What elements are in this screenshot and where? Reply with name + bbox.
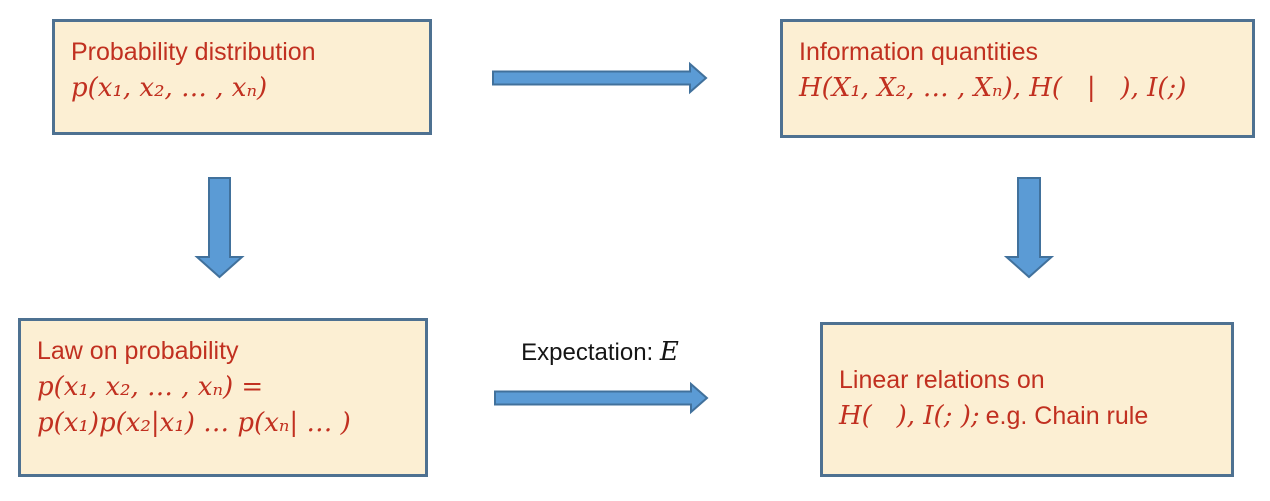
expectation-label: Expectation: E [450, 337, 750, 367]
arrow-right-bottom-icon [494, 381, 709, 415]
arrow-down-right-icon [1003, 177, 1055, 279]
box-law-on-probability: Law on probability p(x₁, x₂, … , xₙ) = p… [18, 318, 428, 477]
law-on-probability-title: Law on probability [37, 337, 239, 365]
probability-distribution-title: Probability distribution [71, 38, 316, 66]
arrow-down-left-icon [194, 177, 245, 279]
law-on-probability-formula-line2: p(x₁)p(x₂|x₁) … p(xₙ| … ) [37, 408, 351, 439]
information-quantities-formula: H(X₁, X₂, … , Xₙ), H( | ), I(;) [799, 72, 1187, 103]
linear-relations-title: Linear relations on [839, 366, 1045, 395]
box-information-quantities: Information quantities H(X₁, X₂, … , Xₙ)… [780, 19, 1255, 138]
linear-relations-formula-math: H( ), I(; ); [839, 401, 980, 432]
expectation-symbol: E [659, 337, 679, 367]
box-probability-distribution: Probability distribution p(x₁, x₂, … , x… [52, 19, 432, 135]
linear-relations-formula: H( ), I(; );e.g. Chain rule [839, 398, 1215, 434]
box-linear-relations: Linear relations on H( ), I(; );e.g. Cha… [820, 322, 1234, 477]
expectation-label-text: Expectation: [521, 339, 660, 366]
information-quantities-title: Information quantities [799, 38, 1039, 66]
probability-distribution-formula: p(x₁, x₂, … , xₙ) [71, 72, 268, 103]
arrow-right-top-icon [492, 61, 708, 95]
linear-relations-note: e.g. Chain rule [985, 402, 1149, 431]
law-on-probability-formula-line1: p(x₁, x₂, … , xₙ) = [37, 371, 264, 402]
